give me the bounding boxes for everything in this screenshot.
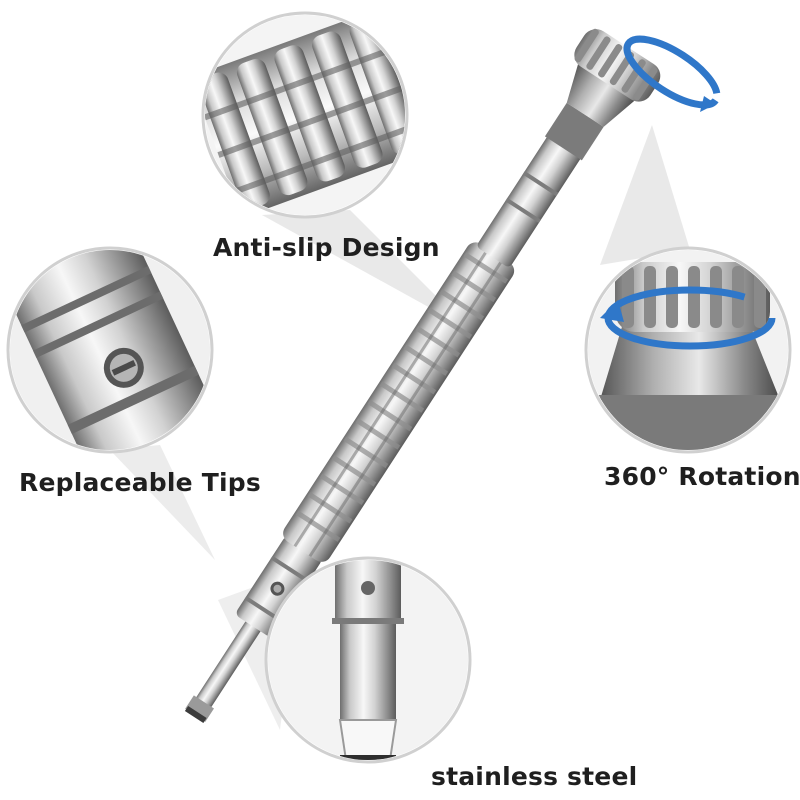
label-replaceable-tips: Replaceable Tips: [19, 468, 261, 497]
label-360-rotation: 360° Rotation: [604, 462, 800, 491]
detail-circle-replaceable-tips: [6, 246, 214, 454]
rotation-arrow-icon: [623, 35, 721, 112]
screwdriver: [184, 28, 661, 724]
detail-circle-anti-slip: [201, 11, 409, 219]
label-anti-slip-design: Anti-slip Design: [213, 233, 440, 262]
label-stainless-steel: stainless steel: [431, 762, 638, 791]
detail-circle-rotation: [584, 246, 792, 454]
detail-circle-stainless-steel: [264, 556, 472, 764]
